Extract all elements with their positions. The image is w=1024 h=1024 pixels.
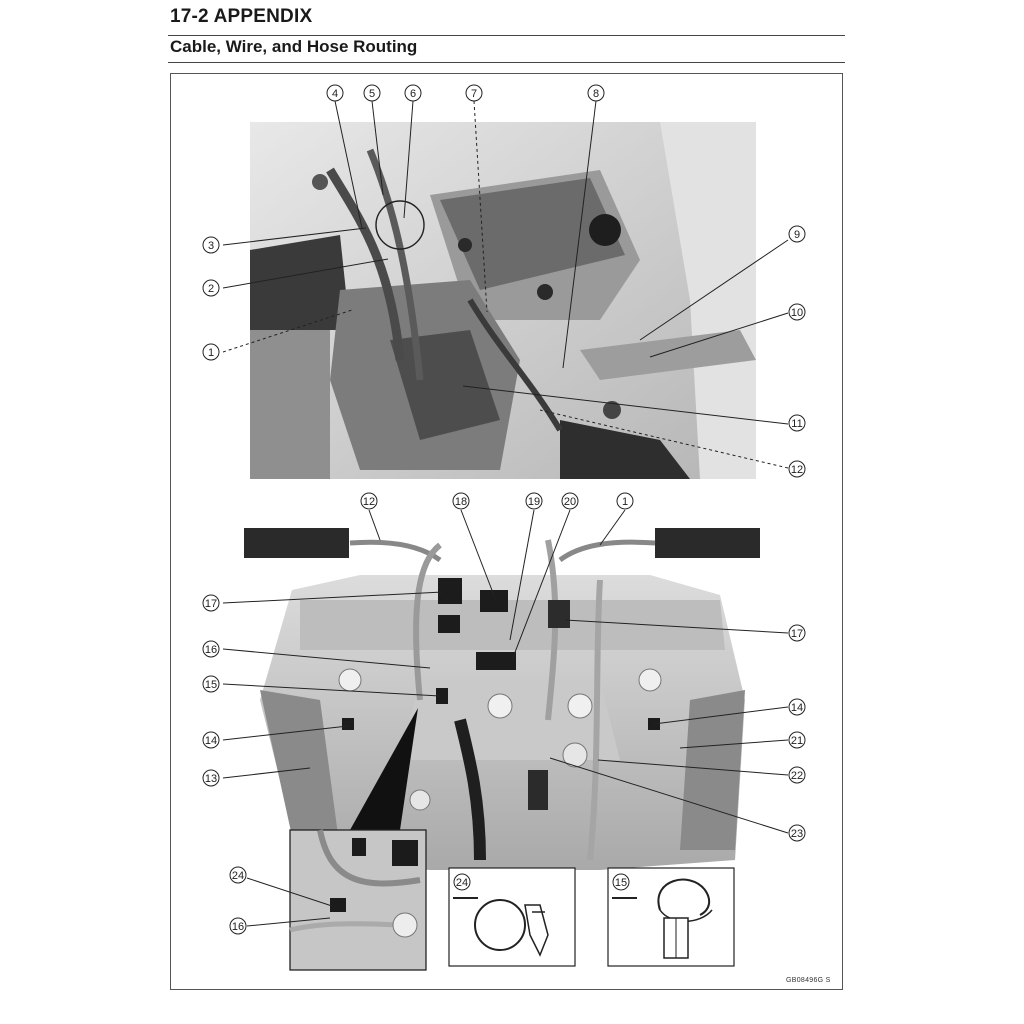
detail-label-24: 24 [453, 873, 471, 891]
svg-text:23: 23 [791, 828, 803, 840]
callout-8: 8 [587, 84, 605, 102]
callout-1: 1 [202, 343, 220, 361]
callout-b20: 20 [561, 492, 579, 510]
svg-text:15: 15 [205, 679, 217, 691]
callout-7: 7 [465, 84, 483, 102]
callout-6: 6 [404, 84, 422, 102]
callout-9: 9 [788, 225, 806, 243]
detail-label-15: 15 [612, 873, 630, 891]
callout-b15: 15 [202, 675, 220, 693]
svg-text:13: 13 [205, 773, 217, 785]
callout-b12: 12 [360, 492, 378, 510]
svg-text:17: 17 [791, 628, 803, 640]
svg-text:1: 1 [622, 496, 628, 508]
svg-text:24: 24 [232, 870, 244, 882]
svg-text:16: 16 [232, 921, 244, 933]
svg-text:14: 14 [205, 735, 217, 747]
svg-text:4: 4 [332, 88, 338, 100]
svg-text:5: 5 [369, 88, 375, 100]
svg-text:1: 1 [208, 347, 214, 359]
svg-text:10: 10 [791, 307, 803, 319]
svg-text:6: 6 [410, 88, 416, 100]
callout-11: 11 [788, 414, 806, 432]
svg-text:11: 11 [791, 418, 802, 430]
callout-b13: 13 [202, 769, 220, 787]
callout-b16: 16 [202, 640, 220, 658]
section-heading: 17-2 APPENDIX [170, 6, 313, 27]
callout-12: 12 [788, 460, 806, 478]
callout-b14-left: 14 [202, 731, 220, 749]
callout-b17-right: 17 [788, 624, 806, 642]
callout-b1: 1 [616, 492, 634, 510]
top-callouts [222, 100, 789, 469]
title-rule [168, 62, 845, 63]
svg-text:18: 18 [455, 496, 467, 508]
svg-text:19: 19 [528, 496, 540, 508]
figure-code: GB08496G S [786, 977, 831, 984]
underside-photo [244, 528, 760, 870]
bottom-callout-lines [222, 509, 789, 927]
callout-b18: 18 [452, 492, 470, 510]
header-rule [168, 35, 845, 36]
svg-text:17: 17 [205, 598, 217, 610]
callout-b24: 24 [229, 866, 247, 884]
svg-text:22: 22 [791, 770, 803, 782]
callout-b22: 22 [788, 766, 806, 784]
callout-b16-inset: 16 [229, 917, 247, 935]
svg-text:8: 8 [593, 88, 599, 100]
callout-2: 2 [202, 279, 220, 297]
page-title: Cable, Wire, and Hose Routing [170, 37, 418, 56]
svg-text:21: 21 [791, 735, 803, 747]
callout-b19: 19 [525, 492, 543, 510]
callout-b23: 23 [788, 824, 806, 842]
svg-text:20: 20 [564, 496, 576, 508]
svg-text:12: 12 [791, 464, 803, 476]
callout-5: 5 [363, 84, 381, 102]
callout-10: 10 [788, 303, 806, 321]
svg-text:9: 9 [794, 229, 800, 241]
callout-4: 4 [326, 84, 344, 102]
svg-text:3: 3 [208, 240, 214, 252]
svg-text:14: 14 [791, 702, 803, 714]
figure-frame [170, 73, 843, 990]
svg-text:24: 24 [456, 877, 468, 889]
svg-text:2: 2 [208, 283, 214, 295]
svg-text:15: 15 [615, 877, 627, 889]
svg-text:12: 12 [363, 496, 375, 508]
callout-b17-left: 17 [202, 594, 220, 612]
handlebar-photo [250, 122, 756, 479]
svg-text:16: 16 [205, 644, 217, 656]
callout-b21: 21 [788, 731, 806, 749]
callout-3: 3 [202, 236, 220, 254]
callout-b14-right: 14 [788, 698, 806, 716]
svg-text:7: 7 [471, 88, 477, 100]
